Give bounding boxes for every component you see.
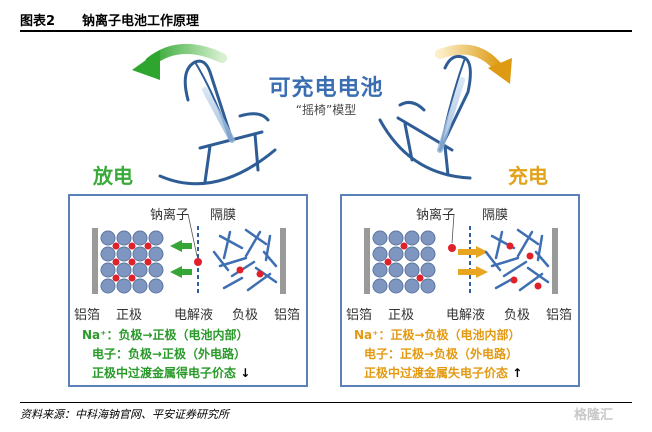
migrating-na-ion <box>448 244 456 252</box>
center-title: 可充电电池 <box>268 76 384 101</box>
al-foil-right <box>280 228 286 294</box>
bottom-label-electrolyte: 电解液 <box>446 308 486 323</box>
center-subtitle: “摇椅”模型 <box>295 103 357 117</box>
discharge-curved-arrow <box>132 43 227 80</box>
al-foil-left <box>92 228 98 294</box>
al-foil-right <box>552 228 558 294</box>
discharge-label: 放电 <box>93 164 133 188</box>
discharge-electron-direction: 电子：负极→正极（外电路） <box>92 347 247 361</box>
migrating-na-ion <box>194 258 202 266</box>
top-rule <box>20 30 632 32</box>
cathode-spheres <box>372 230 436 294</box>
ion-pointer <box>187 213 198 257</box>
watermark-logo: 格隆汇 <box>574 408 614 423</box>
charge-label: 充电 <box>508 164 548 188</box>
anode-carbon <box>212 228 278 292</box>
bottom-label-al-right: 铝箔 <box>546 308 573 323</box>
figure-number: 图表2 <box>20 14 56 29</box>
charge-cell-diagram <box>364 213 558 296</box>
valence-down-arrow-icon: ↓ <box>240 366 251 380</box>
cathode-spheres <box>100 230 164 294</box>
separator-label: 隔膜 <box>482 208 509 223</box>
cathode-na-ions <box>384 242 424 282</box>
charge-electron-direction: 电子：正极→负极（外电路） <box>364 347 519 361</box>
discharge-valence-note: 正极中过渡金属得电子价态 ↓ <box>92 366 251 380</box>
charge-valence-note: 正极中过渡金属失电子价态 ↑ <box>364 366 523 380</box>
discharge-panel: 钠离子 隔膜 铝箔 正极 电解液 负极 铝箔 Na⁺：负极→正极（电池内部） 电… <box>68 194 308 387</box>
sodium-ion-label: 钠离子 <box>416 208 456 223</box>
bottom-label-al-left: 铝箔 <box>346 308 373 323</box>
anode-na-ions <box>236 266 264 278</box>
figure-title: 钠离子电池工作原理 <box>82 14 200 29</box>
al-foil-left <box>364 228 370 294</box>
sodium-ion-label: 钠离子 <box>150 208 190 223</box>
anode-carbon <box>484 228 550 292</box>
ion-pointer <box>451 213 455 244</box>
discharge-cell-diagram <box>92 213 286 296</box>
ion-flow-arrows <box>170 240 192 278</box>
bottom-label-al-left: 铝箔 <box>74 308 101 323</box>
bottom-label-anode: 负极 <box>504 308 531 323</box>
valence-up-arrow-icon: ↑ <box>512 366 523 380</box>
charge-curved-arrow <box>435 44 512 84</box>
bottom-rule <box>20 402 632 403</box>
cathode-na-ions <box>112 242 152 282</box>
bottom-label-anode: 负极 <box>232 308 259 323</box>
rocking-chair-right-icon <box>378 54 472 180</box>
bottom-label-al-right: 铝箔 <box>274 308 301 323</box>
discharge-na-direction: Na⁺：负极→正极（电池内部） <box>82 328 249 342</box>
anode-na-ions <box>506 242 542 290</box>
bottom-label-cathode: 正极 <box>116 308 143 323</box>
figure-header: 图表2 钠离子电池工作原理 <box>20 8 632 30</box>
source-note: 资料来源：中科海钠官网、平安证券研究所 <box>20 408 229 421</box>
separator-label: 隔膜 <box>210 208 237 223</box>
ion-flow-arrows <box>458 246 488 278</box>
rocking-chair-left-icon <box>158 59 277 186</box>
bottom-label-electrolyte: 电解液 <box>174 308 214 323</box>
charge-na-direction: Na⁺：正极→负极（电池内部） <box>354 328 521 342</box>
bottom-label-cathode: 正极 <box>388 308 415 323</box>
charge-panel: 钠离子 隔膜 铝箔 正极 电解液 负极 铝箔 Na⁺：正极→负极（电池内部） 电… <box>340 194 580 387</box>
